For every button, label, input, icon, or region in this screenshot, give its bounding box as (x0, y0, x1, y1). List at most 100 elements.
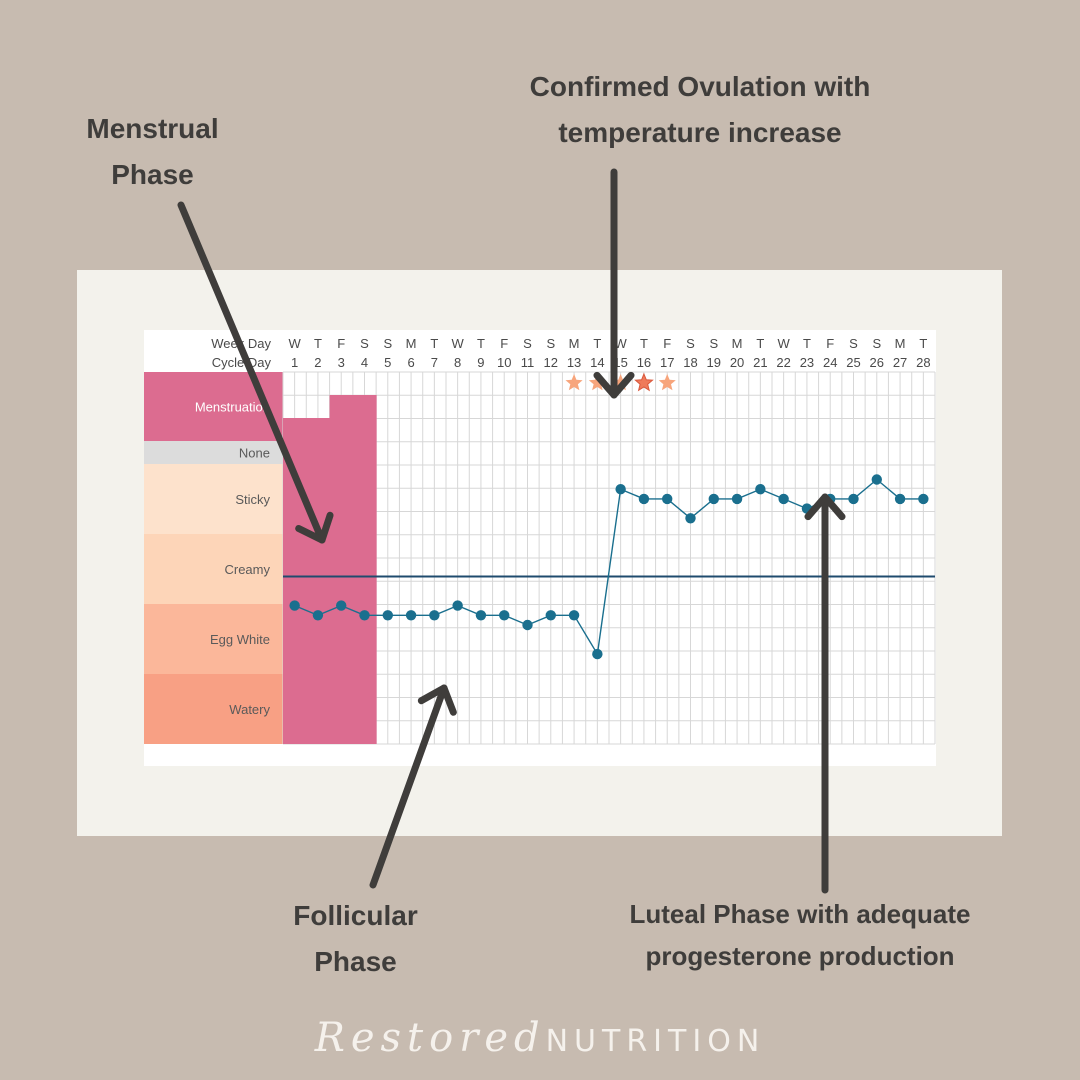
cycle-day-tick: 3 (338, 355, 345, 370)
menstrual-arrow (177, 201, 334, 544)
week-day-tick: S (360, 336, 369, 351)
temperature-point (708, 493, 719, 505)
cycle-day-tick: 6 (407, 355, 414, 370)
menstruation-bar (283, 418, 307, 744)
band-none (144, 441, 283, 464)
week-day-tick: T (919, 336, 927, 351)
cycle-day-tick: 21 (753, 355, 767, 370)
week-day-tick: S (849, 336, 858, 351)
cycle-day-tick: 28 (916, 355, 930, 370)
temperature-point (615, 484, 626, 495)
temperature-point (592, 648, 603, 660)
cycle-day-tick: 22 (776, 355, 790, 370)
band-watery (144, 674, 283, 744)
follicular-arrow (369, 684, 457, 889)
week-day-tick: T (430, 336, 438, 351)
temperature-point (755, 484, 766, 495)
temperature-point (429, 610, 440, 621)
temperature-point (312, 610, 324, 621)
brand-script-text: Restored (314, 1015, 546, 1061)
brand-caps-text: NUTRITION (545, 1024, 766, 1059)
week-day-tick: S (686, 336, 695, 351)
cycle-day-tick: 10 (497, 355, 511, 370)
temperature-point (475, 610, 487, 621)
week-day-tick: W (289, 336, 302, 351)
mucus-label: Egg White (210, 632, 270, 647)
week-day-tick: W (615, 336, 628, 351)
cycle-day-tick: 5 (384, 355, 391, 370)
ovulation-arrow (593, 168, 635, 399)
cycle-day-tick: 16 (637, 355, 651, 370)
cycle-day-tick: 7 (431, 355, 438, 370)
star-icon (658, 374, 676, 391)
star-icon (565, 374, 583, 391)
cycle-day-tick: 2 (314, 355, 321, 370)
temperature-point (545, 610, 556, 621)
cycle-day-tick: 11 (521, 355, 535, 370)
cycle-day-tick: 17 (660, 355, 674, 370)
menstruation-bar (352, 395, 377, 744)
menstruation-bar (329, 395, 354, 744)
temperature-point (359, 610, 370, 621)
temperature-point (918, 493, 929, 505)
temperature-point (522, 619, 533, 631)
week-day-tick: T (314, 336, 322, 351)
menstruation-bar (306, 418, 331, 744)
band-creamy (144, 534, 283, 604)
cycle-day-tick: 23 (800, 355, 814, 370)
week-day-tick: F (663, 336, 671, 351)
cycle-day-tick: 4 (361, 355, 368, 370)
week-day-tick: M (732, 336, 743, 351)
cycle-day-tick: 12 (544, 355, 558, 370)
cycle-day-tick: 25 (846, 355, 860, 370)
week-day-tick: F (500, 336, 508, 351)
cycle-day-tick: 18 (683, 355, 697, 370)
peak-star-icon (634, 372, 654, 392)
temperature-point (778, 493, 789, 505)
cycle-day-tick: 9 (477, 355, 484, 370)
week-day-tick: T (756, 336, 764, 351)
temperature-point (638, 493, 650, 505)
temperature-point (289, 600, 300, 611)
week-day-tick: T (803, 336, 811, 351)
week-day-tick: M (406, 336, 417, 351)
cycle-day-tick: 26 (870, 355, 884, 370)
temperature-point (871, 474, 882, 485)
week-day-tick: W (452, 336, 465, 351)
cycle-day-tick: 24 (823, 355, 837, 370)
temperature-point (731, 493, 743, 505)
cycle-day-tick: 19 (707, 355, 721, 370)
week-day-tick: S (523, 336, 532, 351)
week-day-tick: S (383, 336, 392, 351)
temperature-point (382, 610, 393, 621)
cycle-day-tick: 13 (567, 355, 581, 370)
band-egg-white (144, 604, 283, 674)
week-day-tick: T (593, 336, 601, 351)
week-day-tick: S (709, 336, 718, 351)
temperature-point (405, 610, 417, 621)
week-day-tick: M (569, 336, 580, 351)
mucus-label: Menstruation (195, 400, 270, 415)
cycle-day-tick: 8 (454, 355, 461, 370)
temperature-point (336, 600, 347, 611)
week-day-tick: M (895, 336, 906, 351)
mucus-label: Watery (229, 702, 270, 717)
temperature-point (894, 493, 906, 505)
star-icon (588, 374, 606, 391)
week-day-tick: F (337, 336, 345, 351)
week-day-tick: W (778, 336, 791, 351)
temperature-point (568, 610, 580, 621)
cycle-day-tick: 14 (590, 355, 604, 370)
week-day-tick: T (640, 336, 648, 351)
temperature-point (848, 493, 859, 505)
temperature-point (452, 600, 463, 611)
luteal-arrow (804, 493, 846, 894)
temperature-point (499, 610, 510, 621)
temperature-point (662, 493, 673, 505)
mucus-label: None (239, 446, 270, 461)
band-sticky (144, 464, 283, 534)
